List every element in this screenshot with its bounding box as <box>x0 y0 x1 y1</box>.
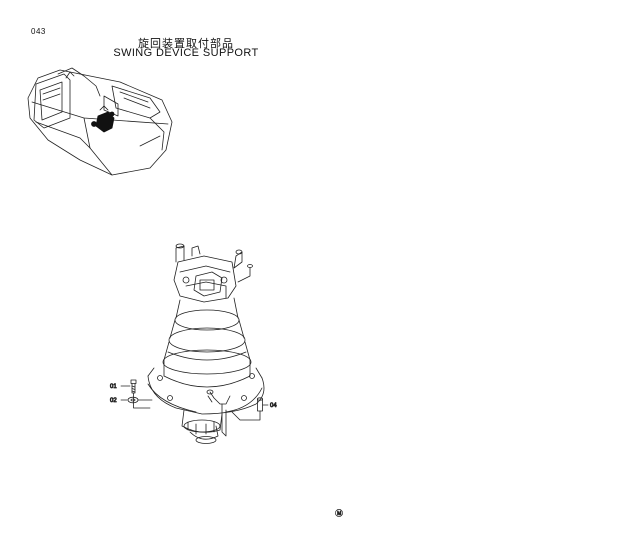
callout-04: 04 <box>231 397 278 421</box>
title-english: SWING DEVICE SUPPORT <box>113 47 259 59</box>
callout-label-04: 04 <box>270 403 277 409</box>
swing-device-highlight <box>91 105 115 133</box>
callout-label-02: 02 <box>110 398 117 404</box>
footer-mark: M <box>335 509 343 517</box>
excavator-location-view <box>27 67 173 176</box>
washer-part <box>127 396 139 404</box>
footer-mark-letter: M <box>337 511 341 517</box>
page-number: 043 <box>31 27 46 36</box>
swing-motor-assembly <box>147 243 265 444</box>
callout-label-01: 01 <box>110 384 117 390</box>
callout-01: 01 <box>110 379 151 409</box>
title-japanese: 旋回装置取付部品 <box>138 37 234 50</box>
callout-02: 02 <box>110 396 153 404</box>
bolt-part <box>130 379 137 394</box>
